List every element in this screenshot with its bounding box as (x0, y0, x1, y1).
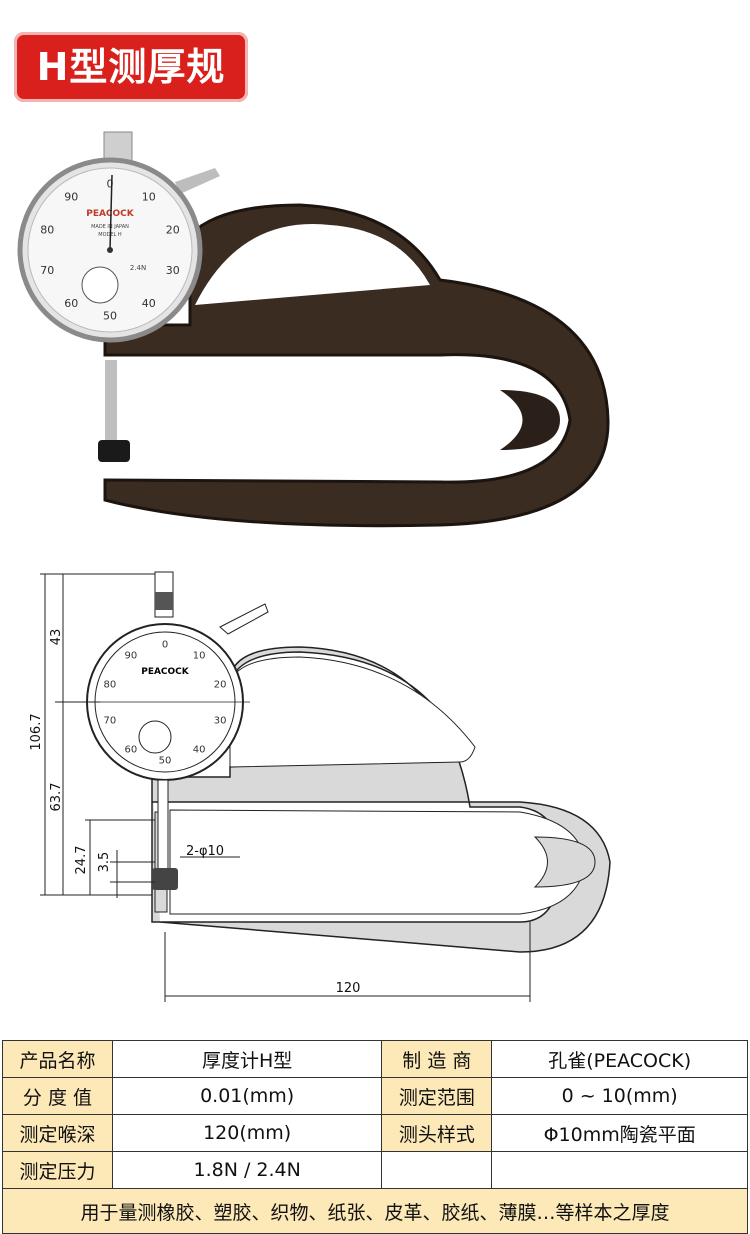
spec-table: 产品名称 厚度计H型 制 造 商 孔雀(PEACOCK) 分 度 值 0.01(… (2, 1040, 748, 1234)
dial-number: 30 (166, 264, 180, 277)
spec-note-row: 用于量测橡胶、塑胶、织物、纸张、皮革、胶纸、薄膜…等样本之厚度 (2, 1188, 748, 1234)
drawing-brand-label: PEACOCK (141, 667, 190, 677)
dim-mid: 63.7 (49, 783, 64, 812)
spec-key: 测定范围 (381, 1077, 493, 1115)
dial-number: 30 (214, 715, 227, 726)
dial-number: 50 (159, 755, 172, 766)
dial-number: 60 (64, 297, 78, 310)
dial-number: 10 (142, 190, 156, 203)
spec-value: 0.01(mm) (111, 1077, 383, 1115)
spec-empty (381, 1151, 493, 1189)
dial-number: 70 (103, 715, 116, 726)
contact-point (98, 440, 130, 462)
spec-value: Φ10mm陶瓷平面 (491, 1114, 748, 1152)
spec-row: 测定压力 1.8N / 2.4N (2, 1151, 748, 1189)
spindle (105, 360, 117, 440)
dim-small: 3.5 (97, 852, 112, 873)
spec-value: 1.8N / 2.4N (111, 1151, 383, 1189)
dial-number: 20 (214, 679, 227, 690)
spec-key: 产品名称 (2, 1040, 113, 1078)
dial-number: 40 (142, 297, 156, 310)
spec-key: 测头样式 (381, 1114, 493, 1152)
dial-number: 10 (193, 650, 206, 661)
spec-value: 120(mm) (111, 1114, 383, 1152)
spec-row: 分 度 值 0.01(mm) 测定范围 0 ~ 10(mm) (2, 1077, 748, 1115)
dim-top: 43 (49, 629, 64, 646)
dim-total: 106.7 (29, 713, 44, 750)
spec-empty (491, 1151, 748, 1189)
spec-row: 测定喉深 120(mm) 测头样式 Φ10mm陶瓷平面 (2, 1114, 748, 1152)
dial-needle (109, 174, 113, 251)
spec-value: 孔雀(PEACOCK) (491, 1040, 748, 1078)
dial-number: 0 (107, 178, 114, 191)
page-title-badge: H型测厚规 (14, 32, 248, 102)
dial-number: 90 (125, 650, 138, 661)
dial-number: 60 (125, 744, 138, 755)
technical-drawing: 0 10 20 30 40 50 60 70 80 90 PEACOCK 106.7 43 63.… (29, 571, 611, 1002)
dial-number: 0 (162, 639, 168, 650)
dial-number: 50 (103, 310, 117, 323)
dial-number: 80 (40, 223, 54, 236)
spec-row: 产品名称 厚度计H型 制 造 商 孔雀(PEACOCK) (2, 1040, 748, 1078)
sub-dial (81, 266, 119, 304)
dial-number: 90 (64, 190, 78, 203)
spec-note: 用于量测橡胶、塑胶、织物、纸张、皮革、胶纸、薄膜…等样本之厚度 (2, 1188, 748, 1234)
spec-key: 测定压力 (2, 1151, 113, 1189)
dim-probe: 2-φ10 (186, 844, 224, 859)
dial-number: 20 (166, 223, 180, 236)
spec-value: 厚度计H型 (111, 1040, 383, 1078)
spec-key: 制 造 商 (381, 1040, 493, 1078)
dim-width: 120 (336, 981, 361, 996)
dial-number: 80 (103, 679, 116, 690)
spec-value: 0 ~ 10(mm) (491, 1077, 748, 1115)
spec-key: 分 度 值 (2, 1077, 113, 1115)
dial-number: 40 (193, 744, 206, 755)
spec-key: 测定喉深 (2, 1114, 113, 1152)
dial-number: 70 (40, 264, 54, 277)
force-label: 2.4N (130, 264, 146, 272)
dim-lower: 24.7 (74, 846, 89, 875)
